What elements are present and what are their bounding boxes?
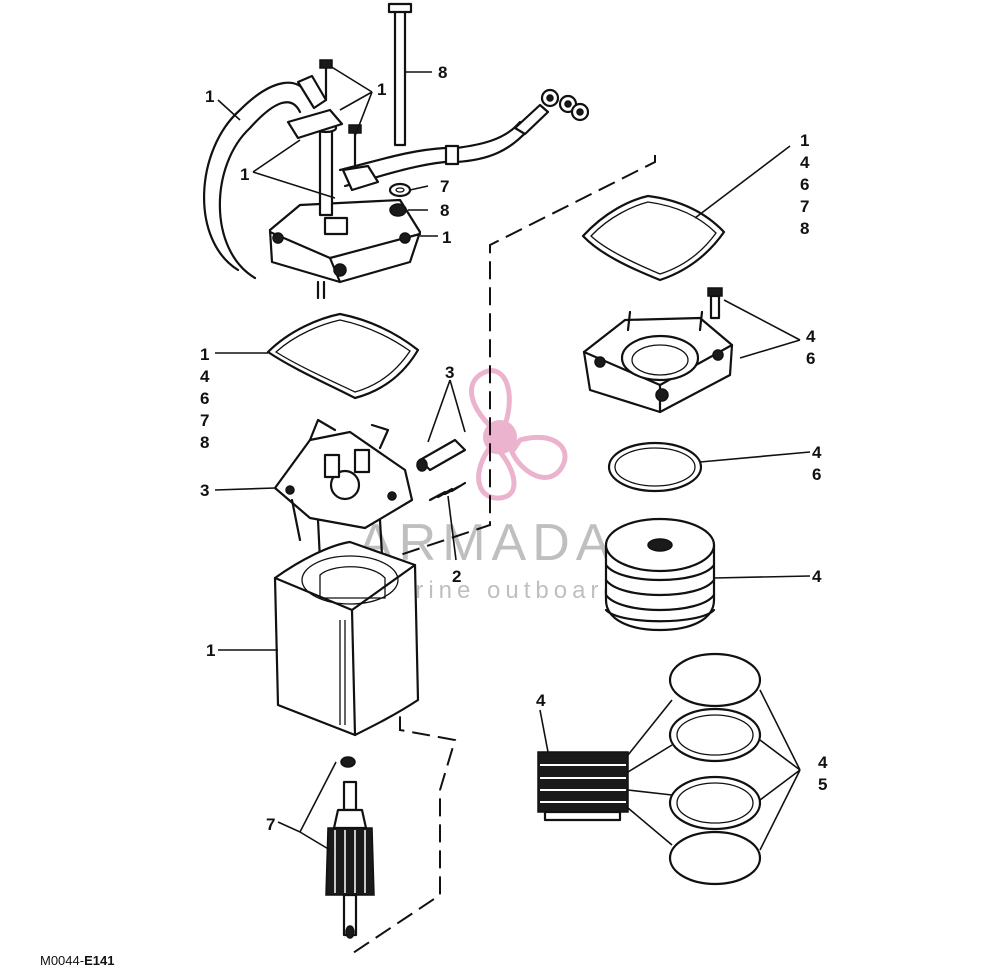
callout-gasket-right-2: 4 xyxy=(800,153,810,172)
callout-gasket-left-1: 1 xyxy=(200,345,209,364)
end-plate xyxy=(582,310,734,414)
callout-brushes: 3 xyxy=(445,363,454,382)
reference-code-prefix: M0044- xyxy=(40,953,84,968)
reference-code-suffix: E141 xyxy=(84,953,114,968)
callout-gasket-right-4: 7 xyxy=(800,197,809,216)
callout-spring: 2 xyxy=(452,567,461,586)
callout-stack-seal-rings: 4 5 xyxy=(818,753,828,794)
plate-bolt xyxy=(707,287,723,320)
callout-nut: 8 xyxy=(440,201,449,220)
leader-lines xyxy=(214,65,811,851)
callout-gasket-left-4: 7 xyxy=(200,411,209,430)
callout-gasket-left-5: 8 xyxy=(200,433,209,452)
reference-code: M0044-E141 xyxy=(40,953,114,968)
callout-end-cap: 1 xyxy=(442,228,451,247)
callout-washer: 7 xyxy=(440,177,449,196)
armature xyxy=(325,756,375,939)
callout-brush-plate: 3 xyxy=(200,481,209,500)
callout-valve-stack: 4 xyxy=(536,691,546,710)
gasket-right xyxy=(581,194,726,282)
callout-stack-gasket-left: 1 4 6 7 8 xyxy=(200,345,210,452)
callout-bolt-plate-2: 6 xyxy=(806,349,815,368)
propeller-logo xyxy=(469,368,568,501)
callout-o-ring-1: 4 xyxy=(812,443,822,462)
brush-set xyxy=(416,438,467,502)
callout-frame: 1 xyxy=(206,641,215,660)
callout-stack-gasket-right: 1 4 6 7 8 xyxy=(800,131,810,238)
callout-through-bolt: 8 xyxy=(438,63,447,82)
callout-stack-o-ring: 4 6 xyxy=(812,443,822,484)
seal-ring-set xyxy=(668,652,762,886)
o-ring xyxy=(607,441,703,493)
callout-gasket-right-5: 8 xyxy=(800,219,809,238)
callout-gasket-right-3: 6 xyxy=(800,175,809,194)
pump-assembly xyxy=(604,517,716,632)
callout-gasket-left-2: 4 xyxy=(200,367,210,386)
gasket-left xyxy=(266,312,420,400)
callout-pump: 4 xyxy=(812,567,822,586)
motor-frame xyxy=(273,540,420,737)
callout-screws-mid: 1 xyxy=(240,165,249,184)
callout-hose: 1 xyxy=(205,87,214,106)
callout-gasket-left-3: 6 xyxy=(200,389,209,408)
callout-seal-rings-2: 5 xyxy=(818,775,827,794)
callout-gasket-right-1: 1 xyxy=(800,131,809,150)
callout-bolt-plate-1: 4 xyxy=(806,327,816,346)
callout-stack-bolt-plate: 4 6 xyxy=(806,327,816,368)
end-cap-assembly xyxy=(203,2,590,300)
callout-seal-rings-1: 4 xyxy=(818,753,828,772)
callout-armature: 7 xyxy=(266,815,275,834)
valve-stack xyxy=(537,751,629,822)
callout-screws-top: 1 xyxy=(377,80,386,99)
brush-plate xyxy=(273,418,414,562)
callout-o-ring-2: 6 xyxy=(812,465,821,484)
